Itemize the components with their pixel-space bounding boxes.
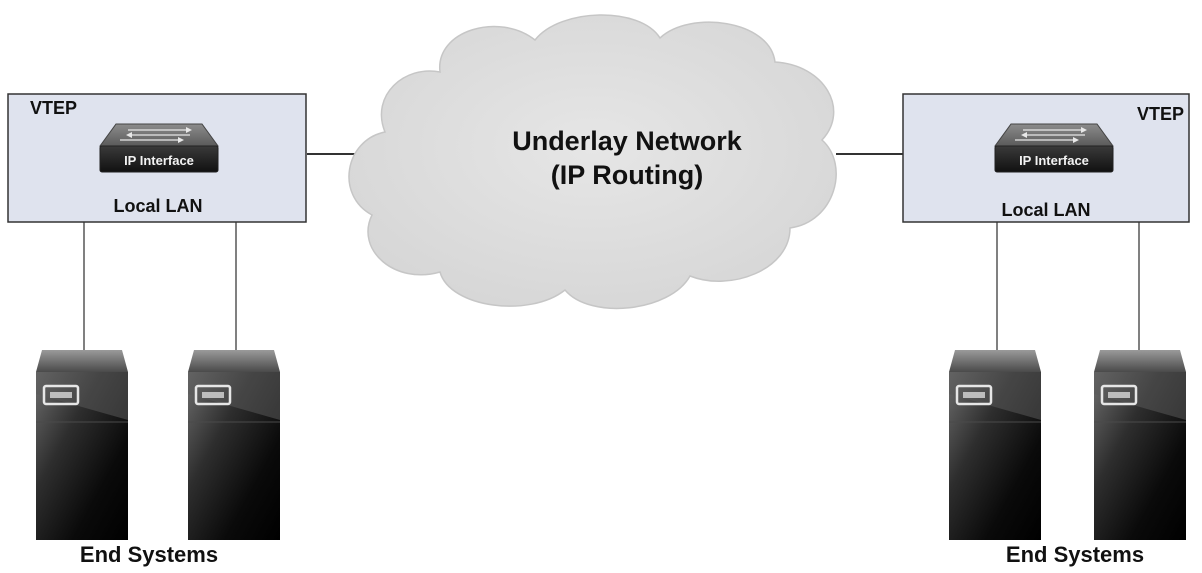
left-server-1-icon [34, 348, 130, 542]
cloud-title-line1: Underlay Network [512, 126, 743, 156]
right-lan-label: Local LAN [1001, 200, 1090, 220]
left-vtep-label: VTEP [30, 98, 77, 118]
right-vtep-box: VTEP IP Interface Local LAN [902, 93, 1190, 223]
right-server-1-icon [947, 348, 1043, 542]
left-server-2-icon [186, 348, 282, 542]
right-end-systems-label: End Systems [1006, 542, 1144, 567]
left-end-systems-label: End Systems [80, 542, 218, 567]
left-vtep-box: VTEP IP Interface Local LAN [7, 93, 307, 223]
right-switch-label: IP Interface [1019, 153, 1089, 168]
cloud-icon [348, 14, 837, 310]
left-lan-label: Local LAN [113, 196, 202, 216]
right-vtep-label: VTEP [1137, 104, 1184, 124]
cloud-title-line2: (IP Routing) [551, 160, 703, 190]
left-switch-label: IP Interface [124, 153, 194, 168]
right-server-2-icon [1092, 348, 1188, 542]
